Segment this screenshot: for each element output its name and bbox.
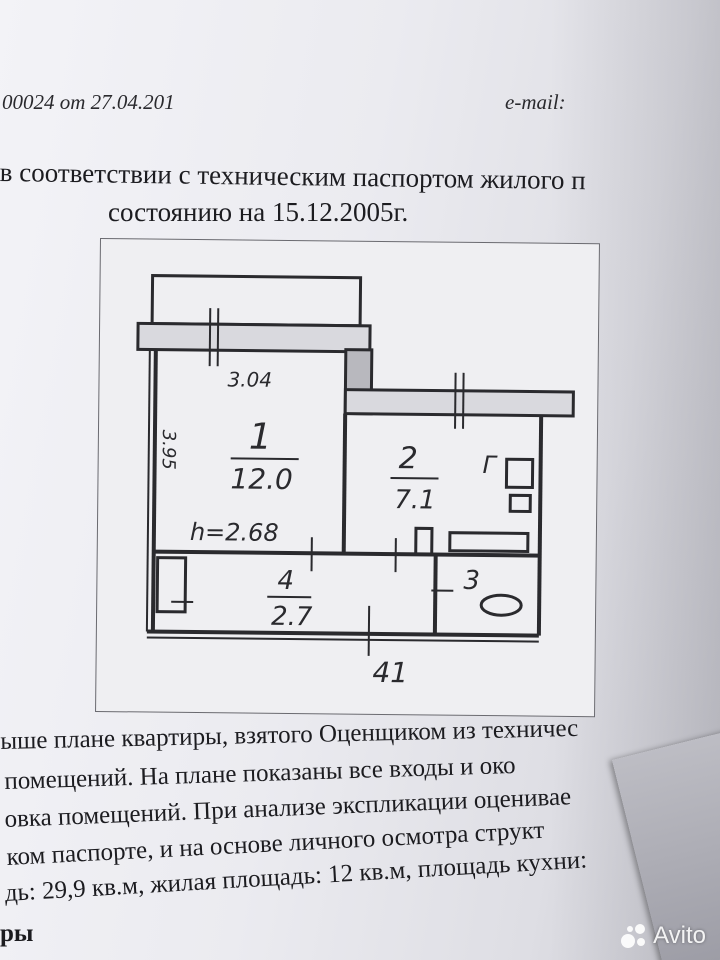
apartment-number: 41	[372, 656, 408, 689]
paragraph-line-6: ры	[0, 920, 34, 947]
stove-label: Г	[482, 451, 497, 479]
intro-line-2: состоянию на 15.12.2005г.	[108, 197, 409, 227]
email-label: e-mail:	[505, 90, 566, 114]
avito-watermark-text: Avito	[653, 922, 706, 949]
room-3-number: 3	[463, 566, 480, 596]
room-4-number: 4	[277, 566, 294, 596]
balcony	[150, 274, 363, 328]
wall-top-room2	[343, 388, 575, 418]
room-1-number: 1	[249, 417, 272, 458]
room-2-area: 7.1	[394, 485, 436, 515]
document-number: 00024 от 27.04.201	[2, 90, 175, 114]
stove	[504, 457, 535, 490]
sink-kitchen	[508, 493, 532, 514]
room-1-area: 12.0	[230, 462, 293, 496]
wall-top-room1	[136, 321, 372, 354]
dim-side-label: 3.95	[158, 430, 179, 470]
intro-line-1: в соответствии с техническим паспортом ж…	[0, 157, 586, 196]
avito-watermark: Avito	[619, 922, 706, 950]
dim-top-label: 3.04	[227, 367, 272, 391]
toilet	[479, 593, 523, 617]
paragraph-line-1: ыше плане квартиры, взятого Оценщиком из…	[0, 714, 579, 755]
avito-logo-icon	[619, 922, 647, 950]
bathroom-fixture	[414, 526, 434, 557]
bathtub	[448, 531, 530, 554]
room-4-area: 2.7	[271, 602, 313, 632]
closet	[155, 556, 188, 614]
floor-plan: 3.04 3.95 1 12.0 2 7.1 Г h=2.68 4 2.7 3 …	[95, 238, 600, 718]
ceiling-height-label: h=2.68	[190, 518, 279, 547]
floor-plan-drawing: 3.04 3.95 1 12.0 2 7.1 Г h=2.68 4 2.7 3 …	[136, 274, 575, 689]
room-2-number: 2	[399, 441, 418, 476]
